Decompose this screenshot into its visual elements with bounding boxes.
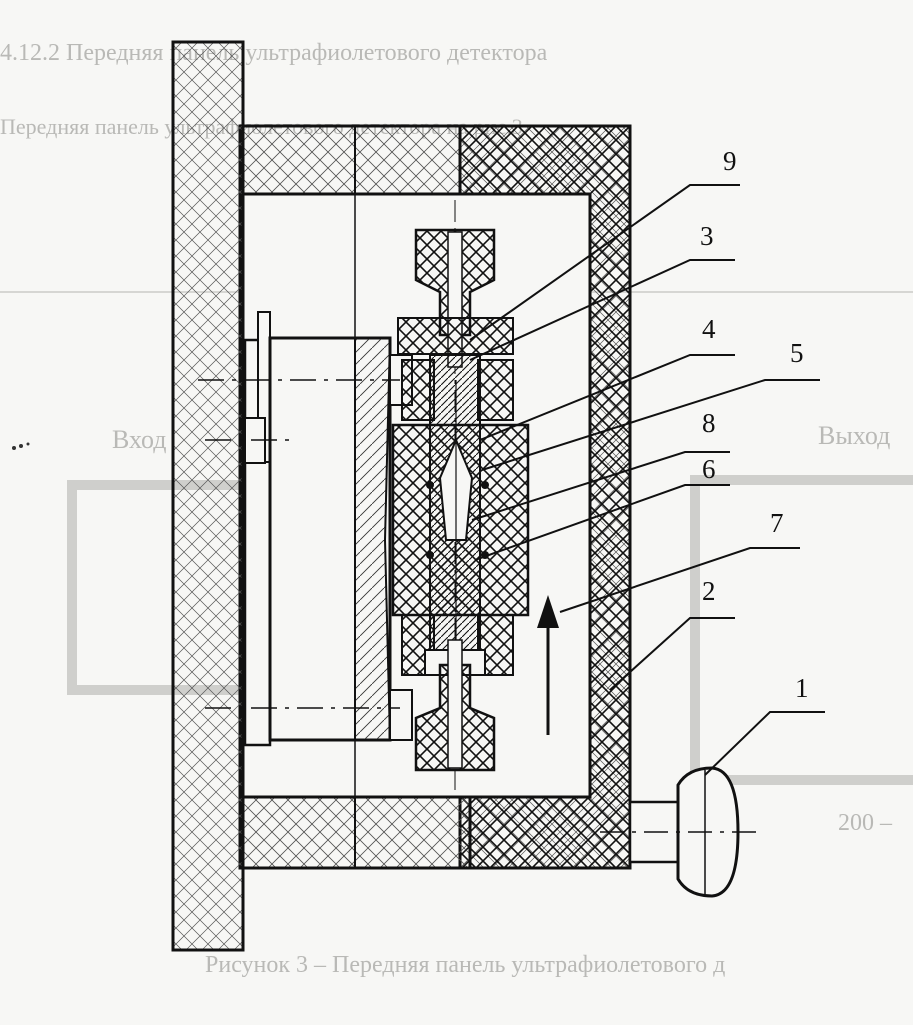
lamp-block (198, 311, 413, 747)
callout-7: 7 (770, 508, 784, 538)
callout-6: 6 (702, 454, 716, 484)
leader-lines (469, 184, 825, 776)
bleed-heading: 4.12.2 Передняя панель ультрафиолетового… (0, 40, 548, 66)
bleed-caption: Рисунок 3 – Передняя панель ультрафиолет… (205, 952, 725, 978)
callout-4: 4 (702, 314, 716, 344)
bleed-left-tab: Вход (112, 425, 167, 454)
flow-cell-assembly (391, 200, 530, 790)
callout-5: 5 (790, 338, 804, 368)
callout-1: 1 (795, 673, 809, 703)
callout-labels: 9 3 4 5 8 6 7 2 1 (700, 146, 809, 703)
flow-direction-arrow (537, 595, 559, 735)
callout-2: 2 (702, 576, 716, 606)
adjustment-knob (600, 766, 760, 898)
stray-ink-marks (12, 442, 30, 450)
front-panel-plate (171, 40, 245, 952)
callout-8: 8 (702, 408, 716, 438)
callout-9: 9 (723, 146, 737, 176)
bleed-right-tab: Выход (818, 421, 890, 450)
callout-3: 3 (700, 221, 714, 251)
bleed-right-panel (690, 475, 913, 785)
bleed-scale-text: 200 – (838, 810, 893, 836)
